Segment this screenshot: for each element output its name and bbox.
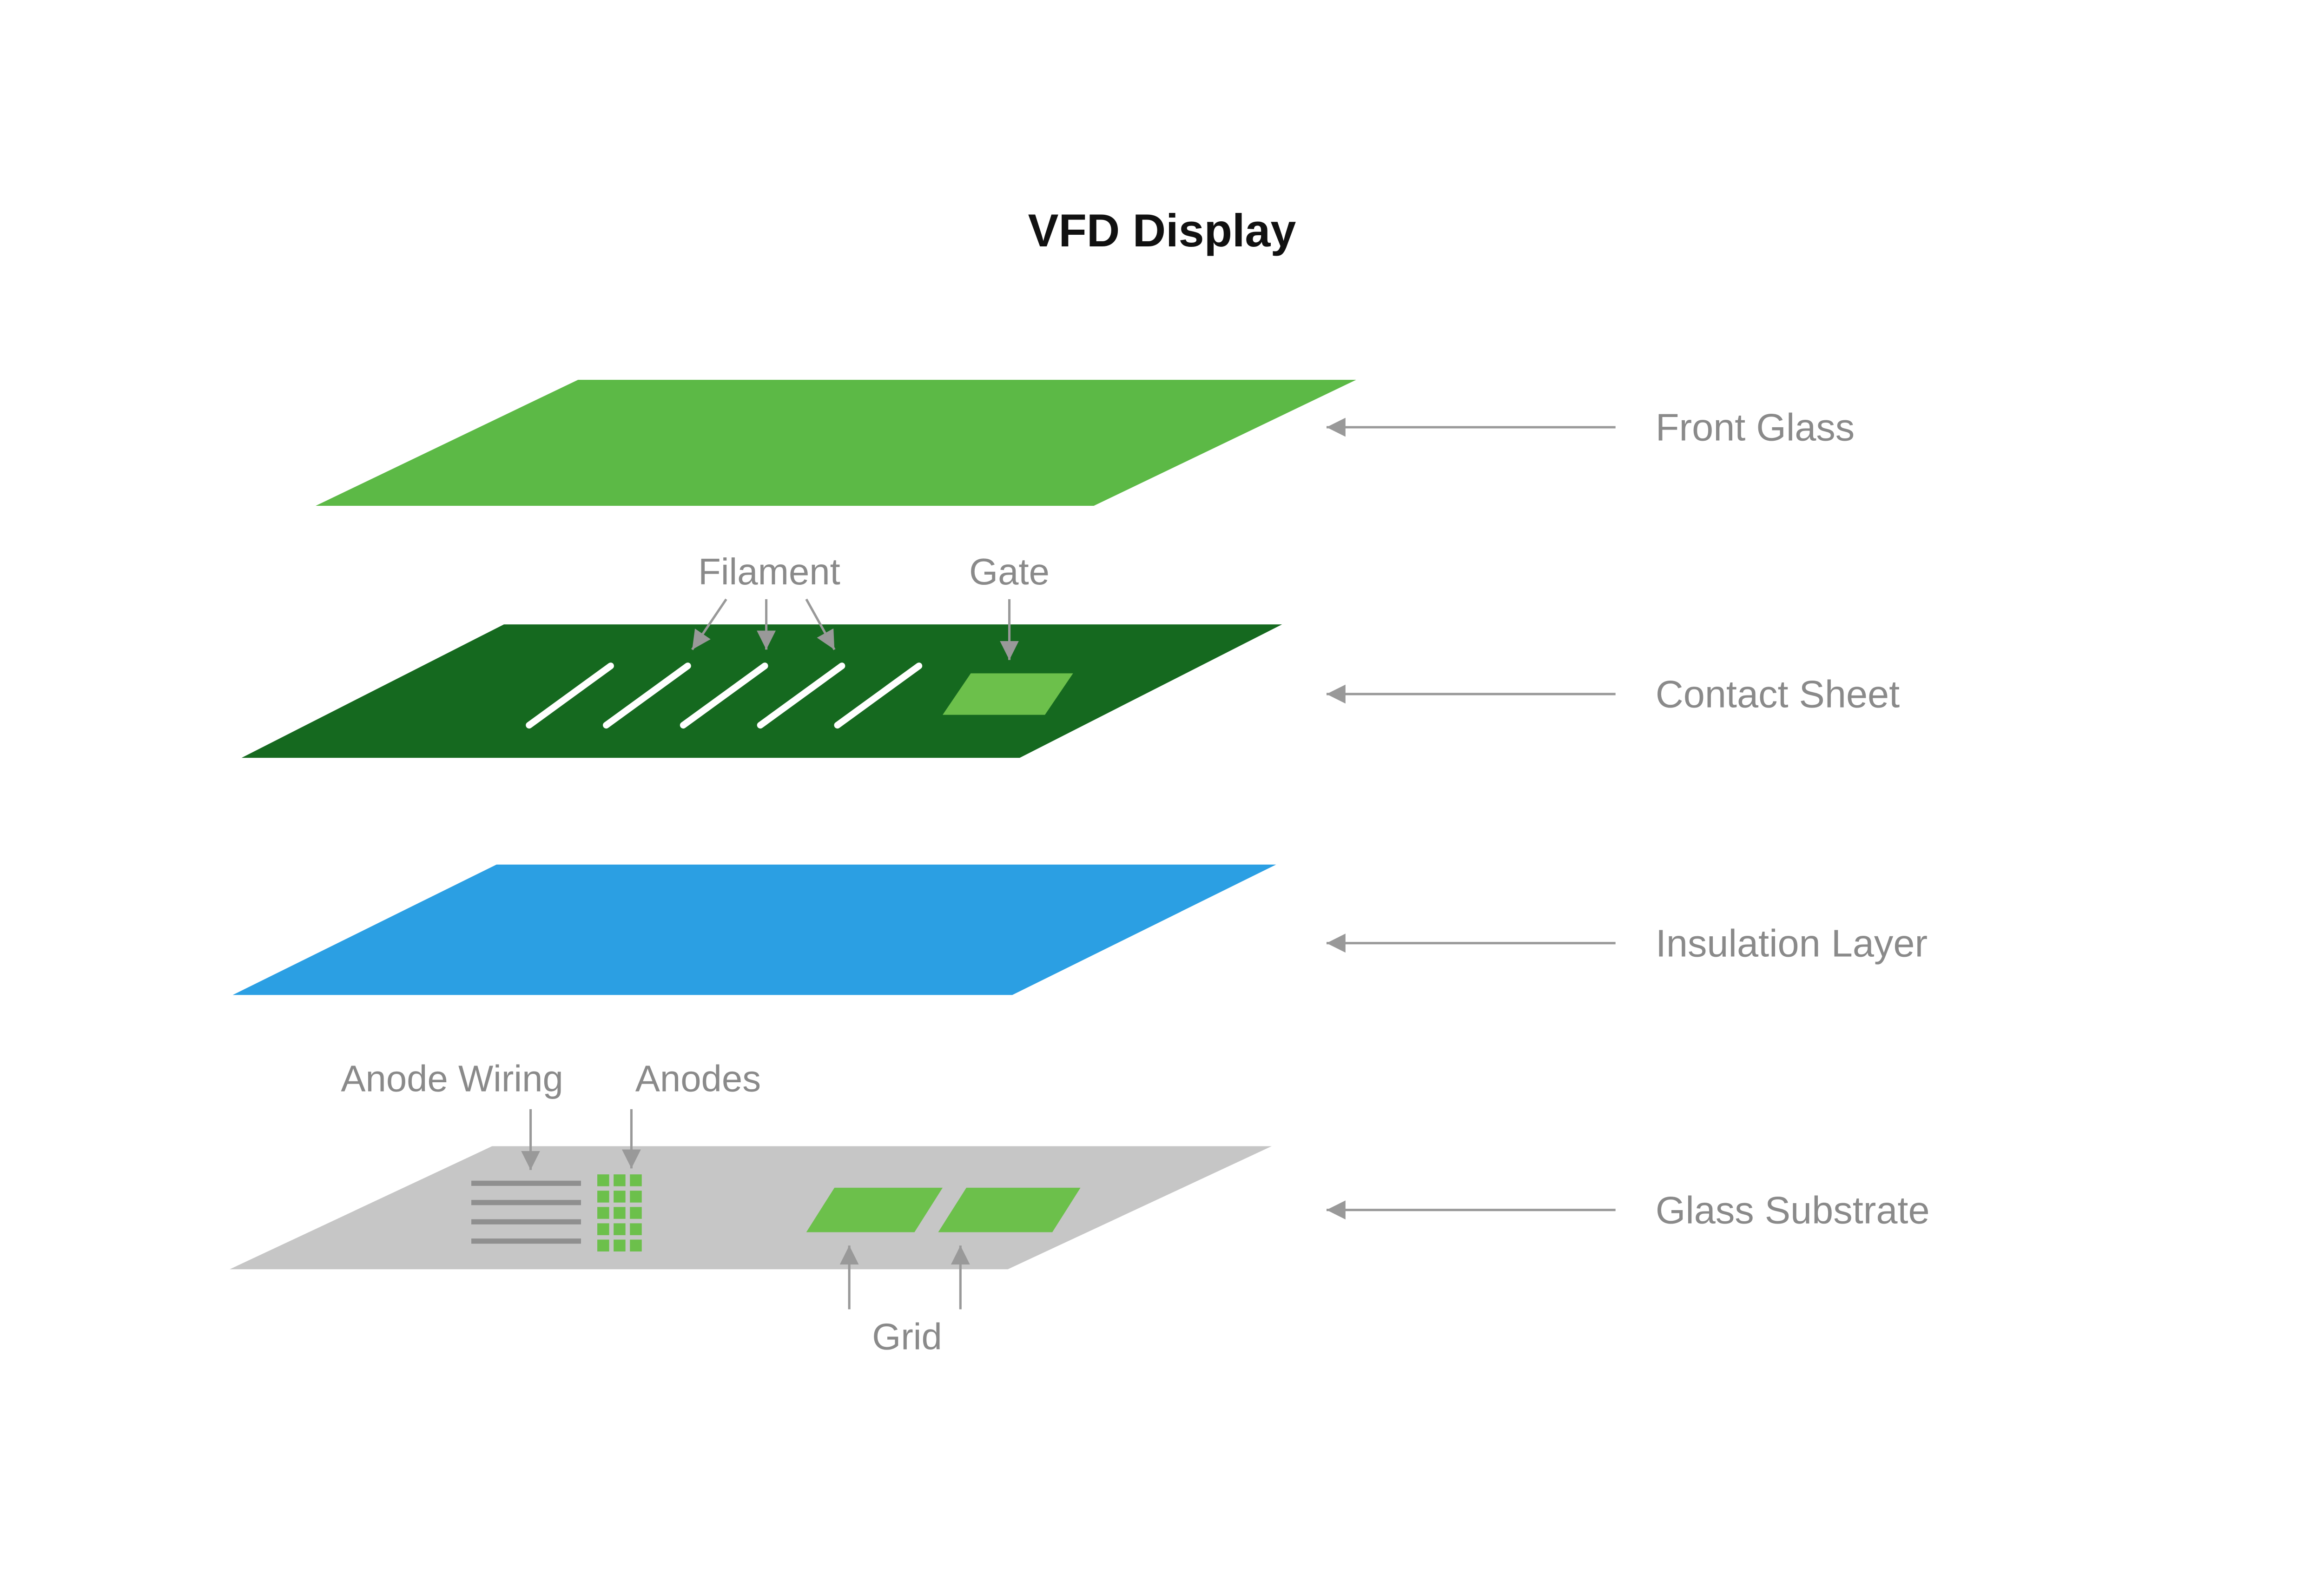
anode-dot [630,1174,642,1186]
anode-dot [597,1174,609,1186]
anode-dot [614,1207,626,1219]
grid-pad-right [938,1187,1081,1232]
substrate-callout-label: Glass Substrate [1656,1188,1930,1231]
insulation-callout-label: Insulation Layer [1656,921,1928,965]
filament-lines [526,662,923,729]
front-glass-layer [316,379,1356,506]
anode-dot [630,1207,642,1219]
gate-label: Gate [969,551,1050,592]
anode-wiring-lines [471,1180,581,1244]
layer-callouts: Front Glass Contact Sheet Insulation Lay… [1326,406,1930,1231]
anode-dot [597,1207,609,1219]
anode-dot [614,1174,626,1186]
filament-line [757,662,845,729]
anode-dot [597,1191,609,1203]
insulation-layer [232,864,1276,995]
anode-dot [597,1239,609,1251]
glass-substrate-layer [230,1146,1272,1270]
diagram-title: VFD Display [1028,205,1296,256]
gate-pad [943,673,1073,715]
filament-line [526,662,614,729]
anode-dot [597,1223,609,1235]
filament-label: Filament [698,551,840,592]
filament-line [834,662,923,729]
anode-dot [630,1223,642,1235]
anode-dot [630,1191,642,1203]
filament-line [680,662,768,729]
anode-dot [614,1223,626,1235]
anodes-label: Anodes [635,1058,761,1099]
filament-arrow [805,598,836,650]
contact-sheet-layer [241,624,1282,758]
anode-matrix [597,1174,642,1251]
grid-pad-left [806,1187,943,1232]
front-glass-callout-label: Front Glass [1656,406,1855,449]
anode-dot [614,1239,626,1251]
filament-line [603,662,691,729]
grid-label: Grid [872,1316,942,1357]
anode-dot [614,1191,626,1203]
anode-dot [630,1239,642,1251]
filament-arrow [691,598,727,650]
contact-sheet-callout-label: Contact Sheet [1656,673,1900,716]
anode-wiring-label: Anode Wiring [341,1058,563,1099]
